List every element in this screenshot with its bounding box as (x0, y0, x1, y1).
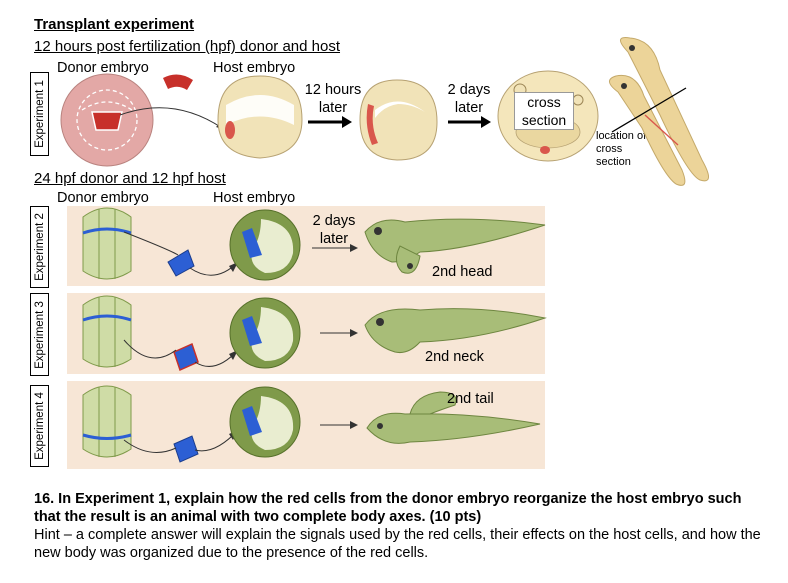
exp4-result: 2nd tail (447, 391, 494, 407)
question-text: 16. In Experiment 1, explain how the red… (34, 491, 742, 525)
host-embryo-label: Host embryo (213, 60, 296, 76)
cross-section-label: cross section (514, 92, 574, 130)
experiment-2-label: Experiment 2 (30, 206, 49, 288)
twin-tadpoles (609, 37, 709, 186)
exp3-result: 2nd neck (425, 349, 484, 365)
experiment-4-label: Experiment 4 (30, 385, 49, 467)
donor-embryo-label-2: Donor embryo (57, 190, 149, 206)
red-graft-piece (163, 74, 193, 90)
section1-subheading: 12 hours post fertilization (hpf) donor … (34, 38, 341, 55)
host-embryo-12h-later (359, 79, 438, 161)
host-embryo-12hpf (217, 75, 303, 159)
exp2-result: 2nd head (432, 264, 493, 280)
hint-text: Hint – a complete answer will explain th… (34, 527, 761, 561)
experiment-1-label: Experiment 1 (30, 72, 49, 156)
host-embryo-label-2: Host embryo (213, 190, 296, 206)
arrow2-text: 2 days later (447, 82, 491, 116)
page-title: Transplant experiment (34, 16, 195, 33)
experiment-3-label: Experiment 3 (30, 293, 49, 376)
tadpole-2nd-tail (366, 391, 541, 444)
donor-embryo-label: Donor embryo (57, 60, 149, 76)
tadpole-2nd-head (364, 218, 546, 274)
donor-embryo-12hpf (60, 73, 154, 167)
arrow1-text: 12 hours later (304, 82, 362, 116)
exp2-arrow-text: 2 days later (312, 213, 356, 247)
location-of-cross-section-label: location of cross section (596, 130, 647, 168)
question-block: 16. In Experiment 1, explain how the red… (34, 490, 764, 562)
tadpole-2nd-neck (364, 308, 547, 353)
section2-subheading: 24 hpf donor and 12 hpf host (34, 170, 226, 187)
